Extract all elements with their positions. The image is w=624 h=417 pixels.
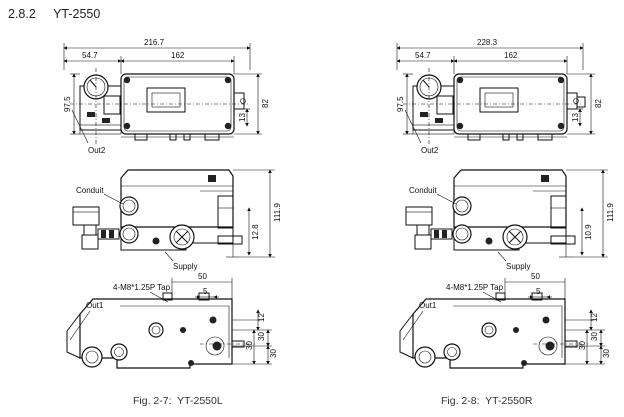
dim-12: 12 [257,313,266,322]
dim-small: 13 [571,113,580,122]
dim-30a: 30 [590,332,599,341]
dim-height-left: 97.5 [396,96,405,112]
label-tap: 4-M8*1.25P Tap [113,283,171,292]
dim-overall-width: 228.3 [477,38,498,47]
dim-overall-width: 216.7 [144,38,165,47]
section-heading: 2.8.2 YT-2550 [8,7,114,21]
dim-height-right: 82 [261,99,270,108]
dim-50: 50 [531,272,540,281]
top-view-left: 216.7 54.7 162 97.5 82 13 Out2 [63,38,270,155]
label-supply: Supply [173,262,197,271]
figure-caption-right: Fig. 2-8: YT-2550R [441,395,533,407]
label-tap: 4-M8*1.25P Tap [446,283,504,292]
side-view-right: Conduit Supply 111.9 10.9 [406,170,615,271]
dim-height-right: 82 [594,99,603,108]
figure-left: 216.7 54.7 162 97.5 82 13 Out2 Conduit S… [63,38,282,368]
dim-body-width: 162 [504,51,518,60]
dim-30b: 30 [269,349,278,358]
dim-30a: 30 [257,332,266,341]
dim-height-total: 111.9 [606,203,615,222]
side-view-left: Conduit Supply 111.9 12.8 [73,170,282,271]
dim-small: 13 [238,113,247,122]
dim-height-small: 12.8 [251,224,260,240]
dim-30b: 30 [602,349,611,358]
dim-height-total: 111.9 [273,203,282,222]
dim-5: 5 [536,287,541,296]
dim-left-width: 54.7 [415,51,431,60]
top-view-right: 228.3 54.7 162 97.5 82 13 Out2 [396,38,603,155]
dim-5: 5 [203,287,208,296]
dim-height-left: 97.5 [63,96,72,112]
label-conduit: Conduit [409,186,437,195]
dim-30c: 30 [245,341,254,350]
label-conduit: Conduit [76,186,104,195]
figure-caption-left: Fig. 2-7: YT-2550L [133,395,223,407]
dim-height-small: 10.9 [584,224,593,240]
label-out1: Out1 [86,301,104,310]
dim-50: 50 [198,272,207,281]
bottom-view-left: 4-M8*1.25P Tap 50 5 Out1 12 30 30 30 [67,272,278,368]
label-out2: Out2 [88,146,106,155]
section-number: 2.8.2 [8,7,36,21]
figure-right: 228.3 54.7 162 97.5 82 13 Out2 Conduit S… [396,38,615,368]
label-out1: Out1 [419,301,437,310]
dim-body-width: 162 [171,51,185,60]
label-supply: Supply [506,262,530,271]
dim-30c: 30 [578,341,587,350]
section-model: YT-2550 [53,7,101,21]
bottom-view-right: 4-M8*1.25P Tap 50 5 Out1 12 30 30 30 [400,272,611,368]
label-out2: Out2 [421,146,439,155]
dim-12: 12 [590,313,599,322]
dim-left-width: 54.7 [82,51,98,60]
